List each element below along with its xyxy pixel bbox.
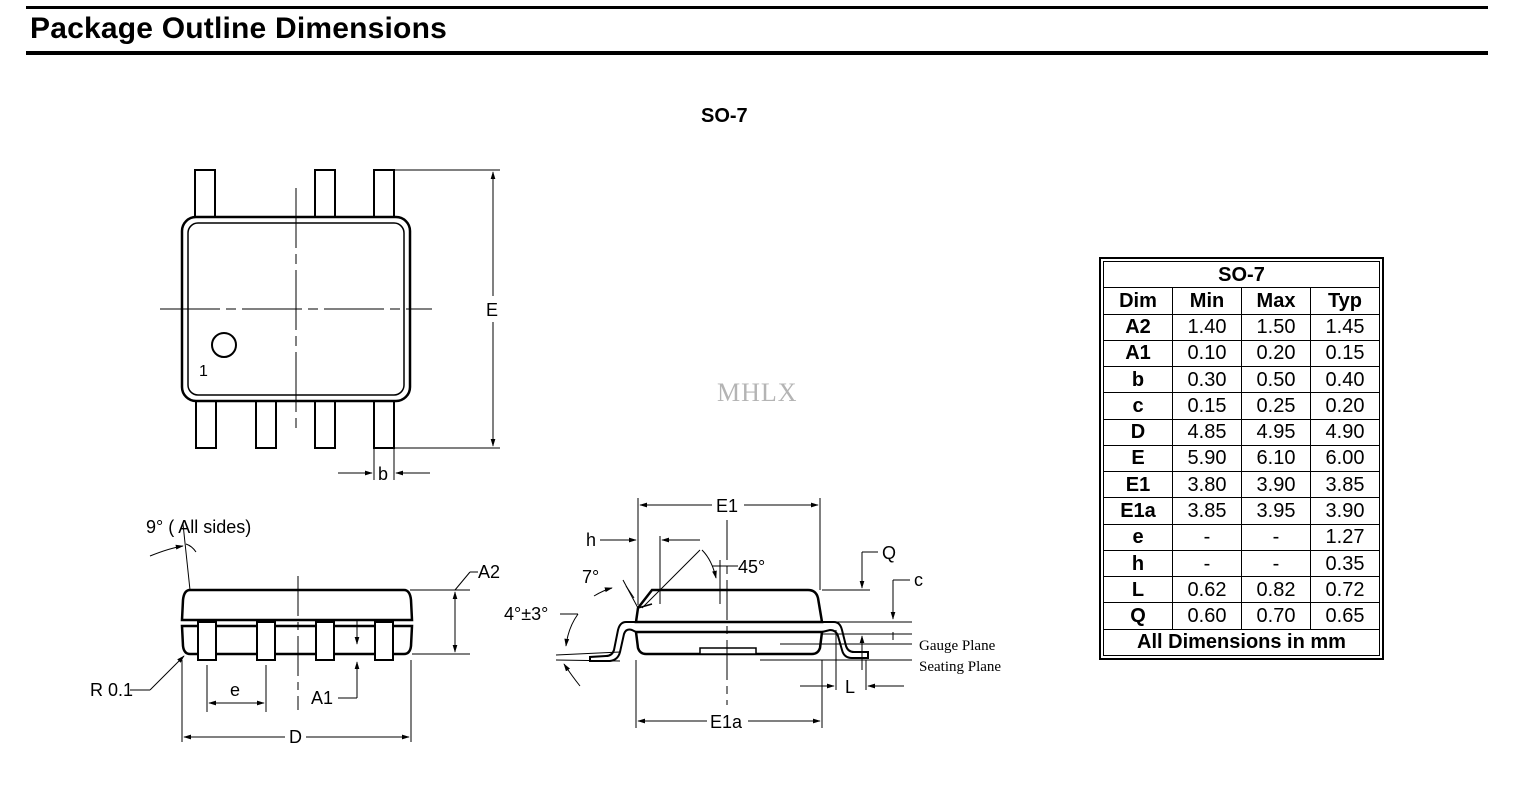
gauge-plane-label: Gauge Plane [919,638,996,654]
top-lead [314,169,336,219]
header-bottom-rule [26,51,1488,55]
col-header-min: Min [1172,287,1242,315]
pin1-marker-icon [211,332,237,358]
side-radius: R 0.1 [90,680,133,700]
page-title: Package Outline Dimensions [30,12,447,45]
table-header-row: Dim Min Max Typ [1103,287,1380,315]
side-angle-9: 9° ( All sides) [146,517,251,537]
end-dim-L: L [845,677,855,697]
bottom-lead [373,399,395,449]
bottom-lead [255,399,277,449]
seating-plane-label: Seating Plane [919,659,1001,675]
top-lead [373,169,395,219]
top-dim-b: b [378,464,388,484]
side-dim-A1: A1 [311,688,333,708]
col-header-max: Max [1241,287,1311,315]
table-row: e--1.27 [1103,523,1380,551]
pin1-label: 1 [199,363,208,380]
end-dim-h: h [586,530,596,550]
side-dim-e: e [230,680,240,700]
page-header: Package Outline Dimensions [26,0,1488,56]
side-dim-A2: A2 [478,562,500,582]
end-angle-4: 4°±3° [504,604,548,624]
bottom-lead [195,399,217,449]
end-view [555,498,912,728]
end-angle-45: 45° [738,557,765,577]
end-dim-E1: E1 [716,496,738,516]
end-angle-7: 7° [582,567,599,587]
top-view [160,169,500,480]
end-dim-c: c [914,570,923,590]
header-top-rule [26,6,1488,9]
col-header-typ: Typ [1310,287,1380,315]
table-row: h--0.35 [1103,549,1380,578]
end-dim-E1a: E1a [710,712,743,732]
table-caption: SO-7 [1103,260,1380,289]
watermark: MHLX [717,378,798,407]
end-dim-Q: Q [882,543,896,563]
table-footer-row: All Dimensions in mm [1103,628,1380,657]
top-dim-E: E [486,300,498,320]
table-footer: All Dimensions in mm [1103,628,1380,657]
bottom-lead [314,399,336,449]
side-dim-D: D [289,727,302,747]
side-view [130,523,478,742]
col-header-dim: Dim [1103,287,1173,315]
package-name: SO-7 [701,105,748,127]
top-lead [194,169,216,219]
